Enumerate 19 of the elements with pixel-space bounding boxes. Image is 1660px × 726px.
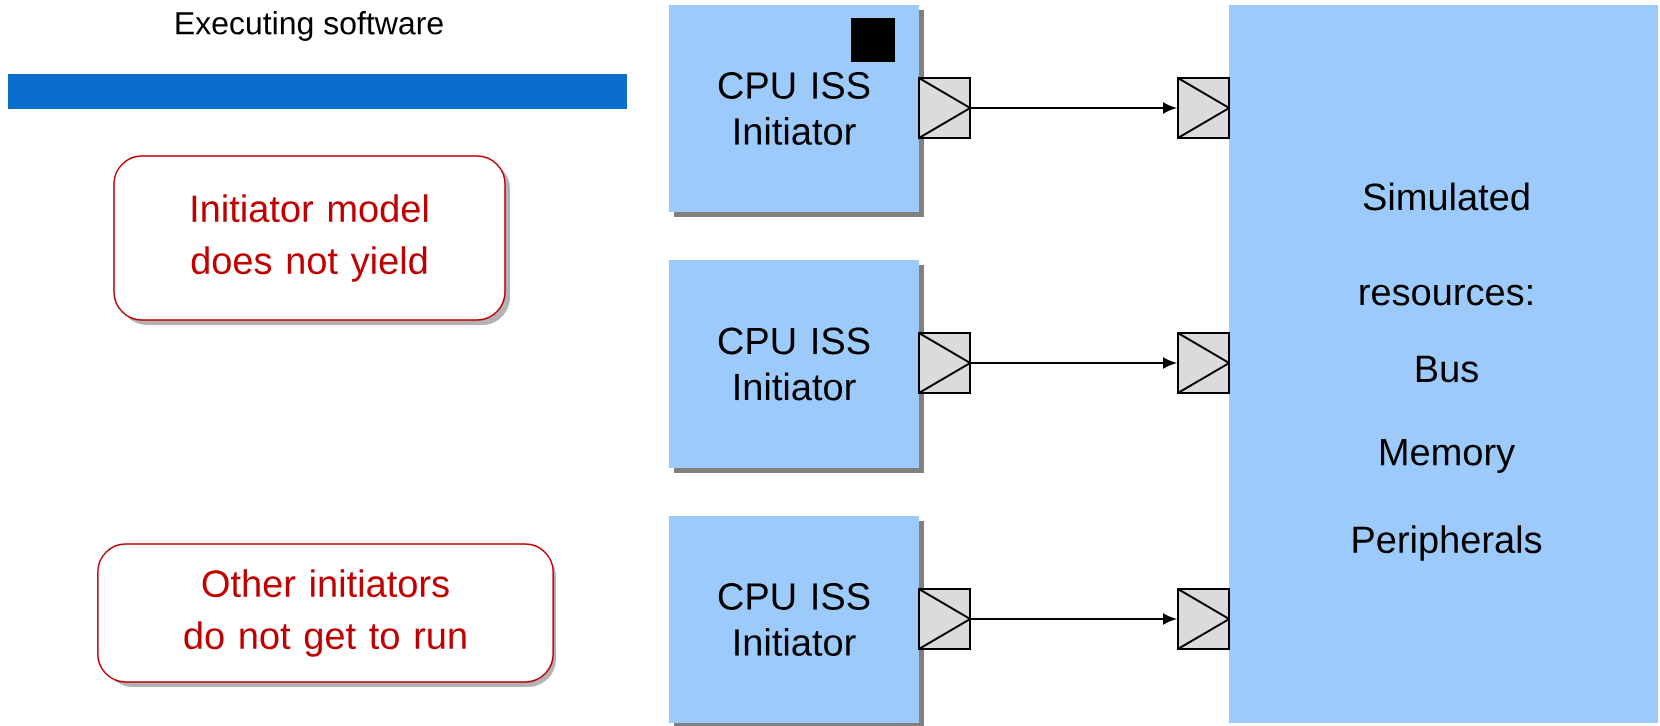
resource-text: Peripherals: [1353, 525, 1542, 561]
arrow: [970, 357, 1175, 369]
heading-text: Executing software: [176, 11, 443, 41]
arrow: [970, 102, 1175, 114]
callout-box: Initiator model does not yield: [113, 155, 510, 325]
resource-text: Memory: [1381, 439, 1516, 473]
initiator-box: CPU ISS Initiator: [669, 5, 924, 217]
resource-text: Simulated resources:: [1360, 182, 1532, 306]
port-symbol: [918, 588, 971, 650]
arrow: [970, 613, 1175, 625]
port-symbol: [1177, 332, 1230, 394]
initiator-box: CPU ISS Initiator: [669, 260, 924, 473]
port-symbol: [1177, 77, 1230, 139]
port-symbol: [918, 332, 971, 394]
initiator-box: CPU ISS Initiator: [669, 516, 924, 726]
port-symbol: [918, 77, 971, 139]
callout-box: Other initiators do not get to run: [97, 543, 556, 687]
port-symbol: [1177, 588, 1230, 650]
resource-text: Bus: [1416, 355, 1478, 383]
